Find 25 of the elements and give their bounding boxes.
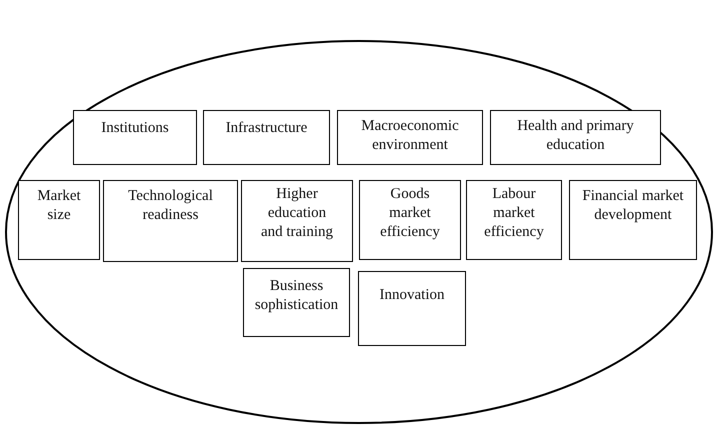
factor-box (241, 180, 353, 262)
factor-label: Institutions (101, 119, 169, 138)
factor-box (337, 110, 483, 165)
factor-label: Higher education and training (260, 185, 334, 242)
factor-label: Goods market efficiency (379, 185, 441, 242)
factor-label: Financial market development (581, 187, 685, 225)
factor-label: Business sophistication (254, 277, 340, 315)
factor-box (103, 180, 238, 262)
factor-box (466, 180, 562, 260)
factor-box (490, 110, 661, 165)
factor-label: Labour market efficiency (483, 185, 545, 242)
factor-box (73, 110, 197, 165)
factor-box (569, 180, 697, 260)
factor-label: Technological readiness (127, 187, 214, 225)
factor-box (203, 110, 330, 165)
factor-box (359, 180, 461, 260)
factor-label: Infrastructure (226, 119, 308, 138)
factor-label: Macroeconomic environment (360, 117, 460, 155)
factor-label: Innovation (380, 286, 444, 305)
oval-outline (5, 40, 713, 424)
factor-box (18, 180, 100, 260)
factor-box (358, 271, 466, 346)
factor-label: Health and primary education (516, 117, 635, 155)
factor-label: Market size (36, 187, 82, 225)
factor-box (243, 268, 350, 337)
